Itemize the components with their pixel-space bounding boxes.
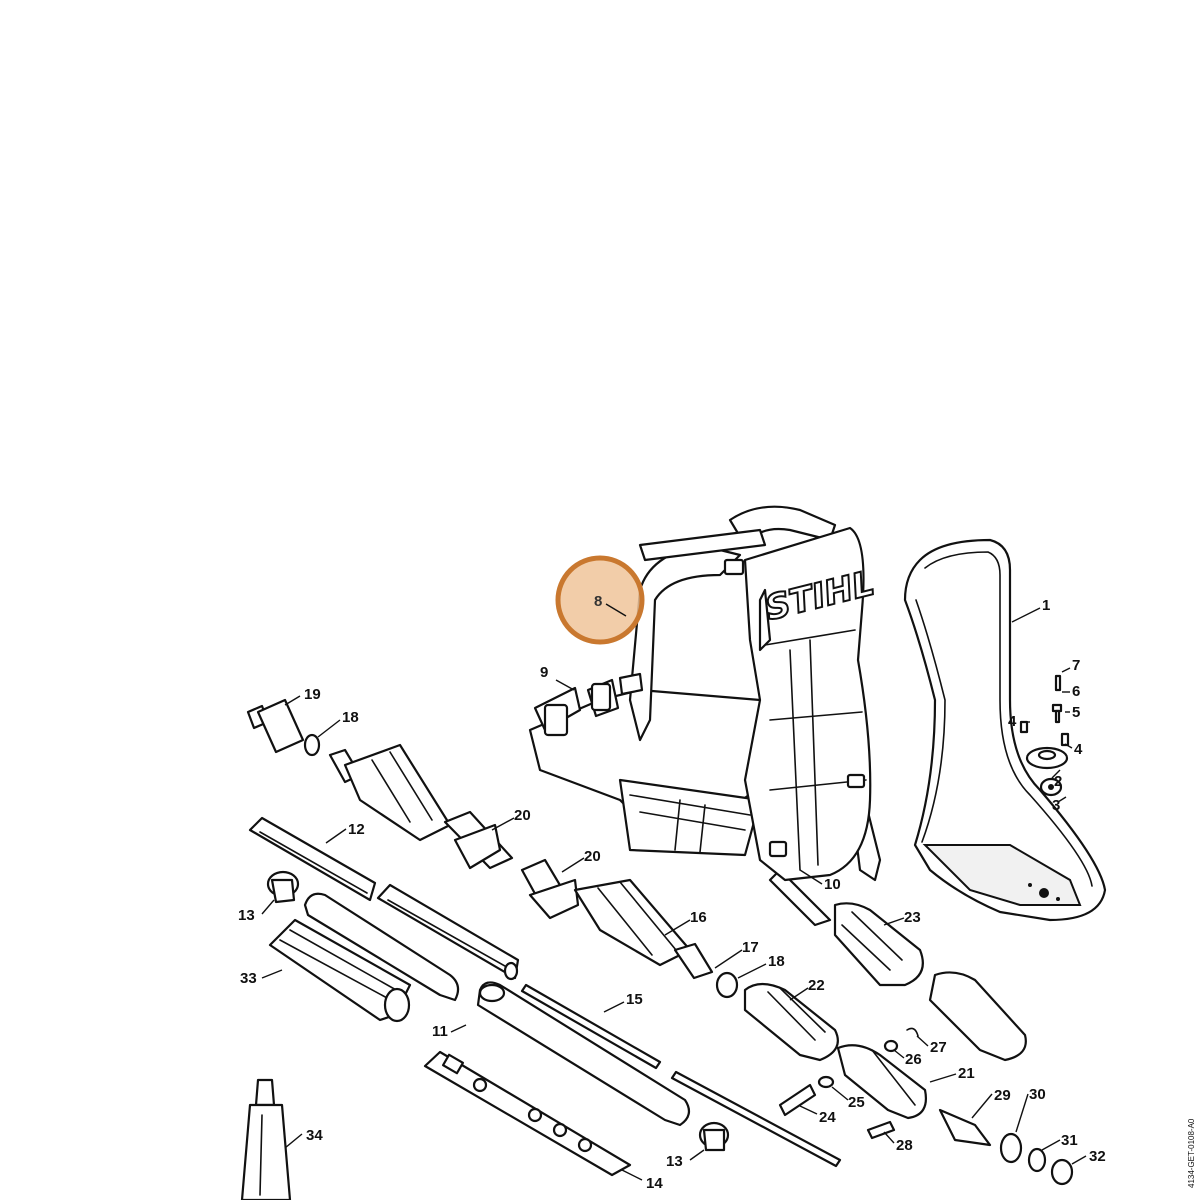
callout-19[interactable]: 19 <box>304 686 321 703</box>
callout-20-second[interactable]: 20 <box>584 848 601 865</box>
callout-11[interactable]: 11 <box>432 1023 448 1040</box>
drive-shaft <box>520 983 842 1168</box>
coupling-parts <box>743 902 1027 1120</box>
callout-leaders <box>261 607 1087 1181</box>
callout-18[interactable]: 18 <box>768 953 785 970</box>
callout-2[interactable]: 2 <box>1054 773 1062 790</box>
callout-1[interactable]: 1 <box>1042 597 1050 614</box>
callout-10[interactable]: 10 <box>824 876 841 893</box>
callout-14[interactable]: 14 <box>646 1175 663 1192</box>
callout-15[interactable]: 15 <box>626 991 643 1008</box>
callout-13[interactable]: 13 <box>238 907 255 924</box>
backpack-harness: STIHL <box>528 505 882 927</box>
grease-tube <box>240 1078 292 1200</box>
callout-labels: 1 2 3 4 4 5 6 7 8 9 10 11 12 13 13 14 15… <box>238 593 1106 1192</box>
callout-29[interactable]: 29 <box>994 1087 1011 1104</box>
callout-16[interactable]: 16 <box>690 909 707 926</box>
callout-24[interactable]: 24 <box>819 1109 836 1126</box>
callout-3[interactable]: 3 <box>1052 797 1060 814</box>
backpack-frame <box>903 538 1107 922</box>
grip <box>268 918 412 1023</box>
callout-33[interactable]: 33 <box>240 970 257 987</box>
buckle <box>533 672 644 737</box>
callout-7[interactable]: 7 <box>1072 657 1080 674</box>
tube-halves <box>248 816 520 981</box>
end-caps <box>266 870 730 1152</box>
callout-8[interactable]: 8 <box>594 593 602 610</box>
callout-9[interactable]: 9 <box>540 664 548 681</box>
callout-12[interactable]: 12 <box>348 821 365 838</box>
callout-4[interactable]: 4 <box>1008 713 1017 730</box>
callout-6[interactable]: 6 <box>1072 683 1080 700</box>
boom-tube <box>303 892 691 1127</box>
callout-25[interactable]: 25 <box>848 1094 865 1111</box>
callout-17[interactable]: 17 <box>742 939 759 956</box>
callout-18-second[interactable]: 18 <box>342 709 359 726</box>
document-id: 4134-GET-0108-A0 <box>1187 1118 1196 1188</box>
callout-4-second[interactable]: 4 <box>1074 741 1083 758</box>
callout-22[interactable]: 22 <box>808 977 825 994</box>
callout-26[interactable]: 26 <box>905 1051 922 1068</box>
warning-label <box>423 1050 632 1177</box>
upper-drive-assembly <box>246 698 514 870</box>
highlight-circle <box>555 555 645 645</box>
lower-drive-assembly <box>520 858 739 999</box>
callout-31[interactable]: 31 <box>1061 1132 1078 1149</box>
callout-34[interactable]: 34 <box>306 1127 323 1144</box>
callout-13-second[interactable]: 13 <box>666 1153 683 1170</box>
callout-27[interactable]: 27 <box>930 1039 947 1056</box>
small-hardware <box>778 1027 1074 1186</box>
callout-30[interactable]: 30 <box>1029 1086 1046 1103</box>
callout-28[interactable]: 28 <box>896 1137 913 1154</box>
callout-20[interactable]: 20 <box>514 807 531 824</box>
highlight-leader <box>605 603 627 617</box>
callout-32[interactable]: 32 <box>1089 1148 1106 1165</box>
callout-5[interactable]: 5 <box>1072 704 1080 721</box>
callout-23[interactable]: 23 <box>904 909 921 926</box>
frame-hardware <box>1019 674 1070 797</box>
callout-21[interactable]: 21 <box>958 1065 975 1082</box>
